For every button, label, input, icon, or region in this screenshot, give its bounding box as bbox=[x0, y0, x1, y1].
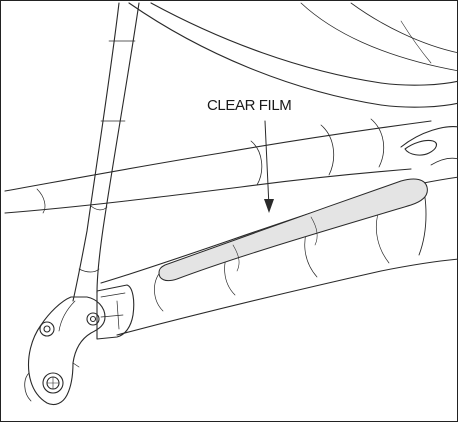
frame-junction bbox=[400, 126, 458, 166]
rear-dropout bbox=[24, 284, 135, 406]
callout-arrow bbox=[264, 120, 274, 213]
clear-film-label: CLEAR FILM bbox=[207, 97, 292, 114]
clear-film-patch bbox=[158, 178, 428, 282]
background-tube bbox=[128, 2, 458, 108]
seat-stay bbox=[72, 2, 140, 302]
upper-tube bbox=[4, 118, 432, 214]
